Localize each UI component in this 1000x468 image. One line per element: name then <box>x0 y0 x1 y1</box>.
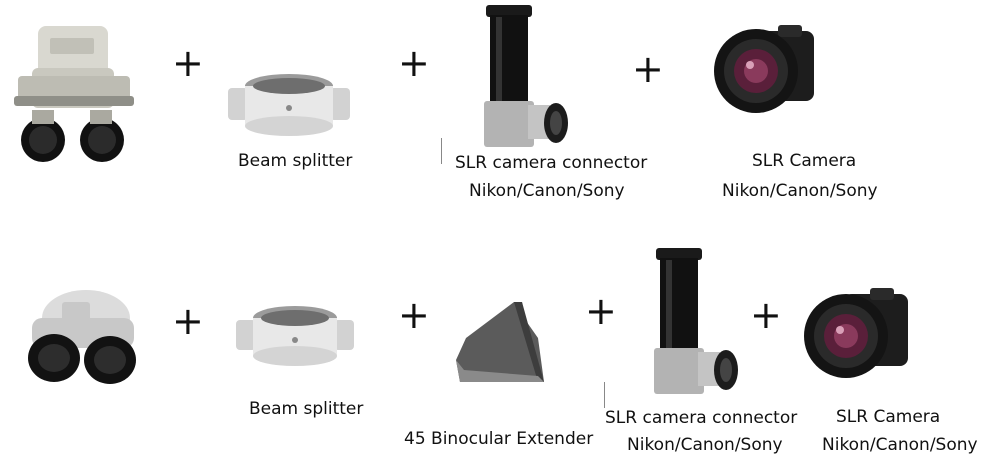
beam-splitter-image <box>236 302 354 366</box>
connector-label: SLR camera connector <box>455 153 648 173</box>
camera-brands-label: Nikon/Canon/Sony <box>722 181 878 201</box>
camera-label: SLR Camera <box>836 407 941 427</box>
slr-camera-image <box>800 288 912 380</box>
camera-brands-label: Nikon/Canon/Sony <box>822 435 978 455</box>
connector-brands-label: Nikon/Canon/Sony <box>469 181 625 201</box>
beam-splitter-image <box>228 70 350 136</box>
plus-sign: + <box>632 47 664 91</box>
binocular-extender-image <box>452 298 552 386</box>
slr-camera-connector-image <box>478 5 573 150</box>
plus-sign: + <box>172 299 204 343</box>
divider <box>441 138 442 164</box>
camera-label: SLR Camera <box>752 151 857 171</box>
divider <box>604 382 605 408</box>
beam-splitter-label: Beam splitter <box>238 151 353 171</box>
plus-sign: + <box>398 293 430 337</box>
connector-label: SLR camera connector <box>605 408 798 428</box>
binocular-head-image <box>20 288 138 388</box>
slr-camera-image <box>712 25 817 115</box>
plus-sign: + <box>172 41 204 85</box>
extender-label: 45 Binocular Extender <box>404 429 594 449</box>
plus-sign: + <box>585 289 617 333</box>
slr-camera-connector-image <box>648 248 743 398</box>
beam-splitter-label: Beam splitter <box>249 399 364 419</box>
plus-sign: + <box>750 293 782 337</box>
binocular-head-image <box>10 18 135 168</box>
plus-sign: + <box>398 41 430 85</box>
connector-brands-label: Nikon/Canon/Sony <box>627 435 783 455</box>
